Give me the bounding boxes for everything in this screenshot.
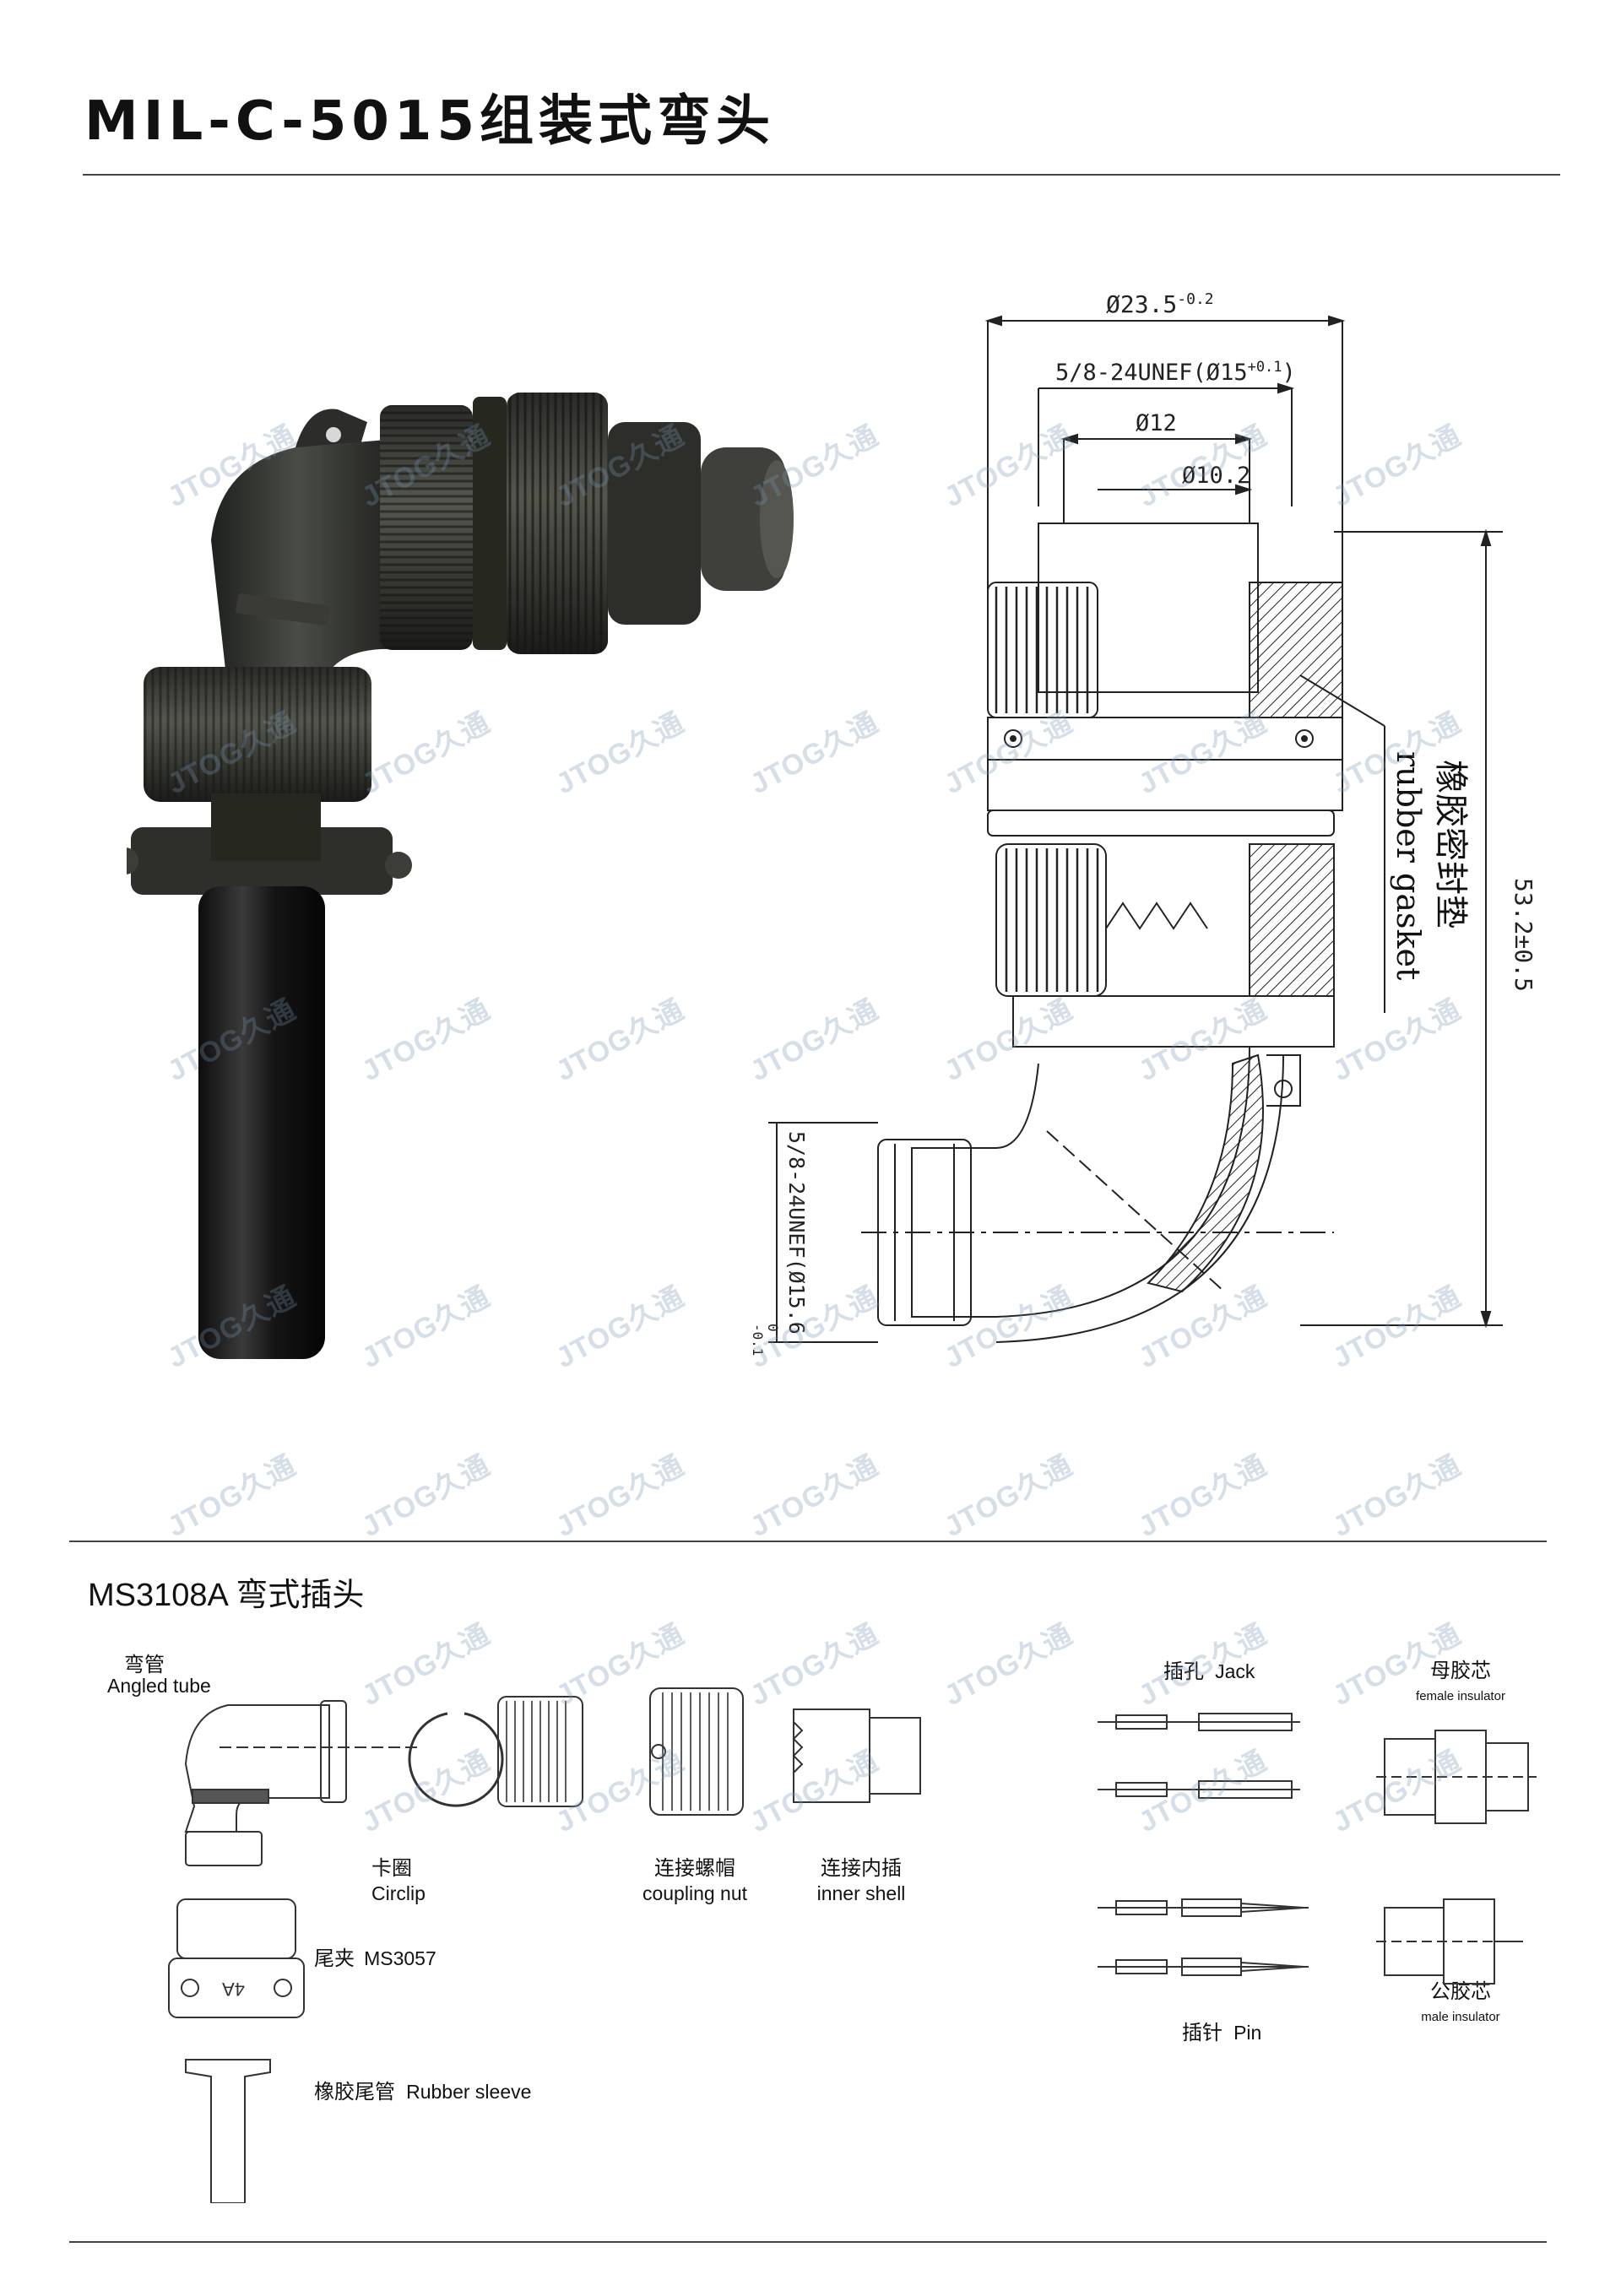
technical-drawing: Ø23.5-0.2 5/8-24UNEF(Ø15+0.1) Ø12 Ø10.2 … (750, 290, 1537, 1356)
inner-shell-label-zh: 连接内插 (821, 1856, 902, 1880)
page-title: MIL-C-5015组装式弯头 (84, 90, 775, 153)
clamp-mark: 4A (222, 1979, 245, 2000)
product-photo (127, 393, 794, 1359)
inner-shell-label-en: inner shell (816, 1882, 906, 1905)
coupling-nut-label-zh: 连接螺帽 (654, 1856, 735, 1880)
header-divider (83, 174, 1560, 176)
gasket-label-zh: 橡胶密封垫 (1431, 760, 1470, 929)
section-title: MS3108A 弯式插头 (88, 1578, 365, 1613)
circlip-label-en: Circlip (371, 1882, 426, 1905)
coupling-nut-label-en: coupling nut (642, 1882, 748, 1905)
circlip-label-zh: 卡圈 (371, 1856, 412, 1880)
female-insulator-label-zh: 母胶芯 (1430, 1659, 1491, 1682)
male-insulator-label-en: male insulator (1421, 2010, 1500, 2025)
watermark: JTOG久通 (356, 1449, 496, 1544)
rubber-sleeve-label-zh: 橡胶尾管 (314, 2080, 395, 2104)
female-insulator-label-en: female insulator (1416, 1689, 1505, 1704)
dim-thread-top: 5/8-24UNEF(Ø15+0.1) (1055, 359, 1296, 386)
jack-label-zh: 插孔 (1163, 1660, 1204, 1683)
watermark: JTOG久通 (1133, 1449, 1272, 1544)
footer-divider (69, 2241, 1547, 2243)
dim-thread-side: 5/8-24UNEF(Ø15.6 (784, 1131, 809, 1335)
pin-label-zh: 插针 (1182, 2021, 1223, 2044)
watermark: JTOG久通 (939, 1449, 1078, 1544)
jack-label-en: Jack (1215, 1660, 1255, 1682)
dim-thread-side-tol-top: 0 (765, 1324, 781, 1332)
rubber-sleeve-label-en: Rubber sleeve (406, 2081, 532, 2103)
contacts-drawing (1098, 1713, 1537, 1985)
exploded-parts-drawing: 4A (168, 1687, 921, 2203)
watermark: JTOG久通 (745, 1449, 884, 1544)
watermark: JTOG久通 (550, 1449, 690, 1544)
dim-height: 53.2±0.5 (1510, 878, 1537, 992)
dim-dia-12: Ø12 (1136, 410, 1177, 436)
section-divider (69, 1541, 1547, 1542)
clamp-label-en: MS3057 (364, 1947, 436, 1969)
angled-tube-label-en: Angled tube (107, 1675, 211, 1698)
dim-dia-10: Ø10.2 (1182, 463, 1250, 489)
angled-tube-label-zh: 弯管 (124, 1653, 165, 1676)
watermark: JTOG久通 (162, 1449, 301, 1544)
pin-label-en: Pin (1233, 2022, 1262, 2044)
dim-thread-side-tol-bottom: -0.1 (750, 1324, 766, 1356)
watermark: JTOG久通 (1327, 1449, 1466, 1544)
clamp-label-zh: 尾夹 (314, 1947, 355, 1970)
dim-outer-dia: Ø23.5-0.2 (1106, 290, 1214, 318)
gasket-label-en: rubber gasket (1390, 751, 1427, 980)
